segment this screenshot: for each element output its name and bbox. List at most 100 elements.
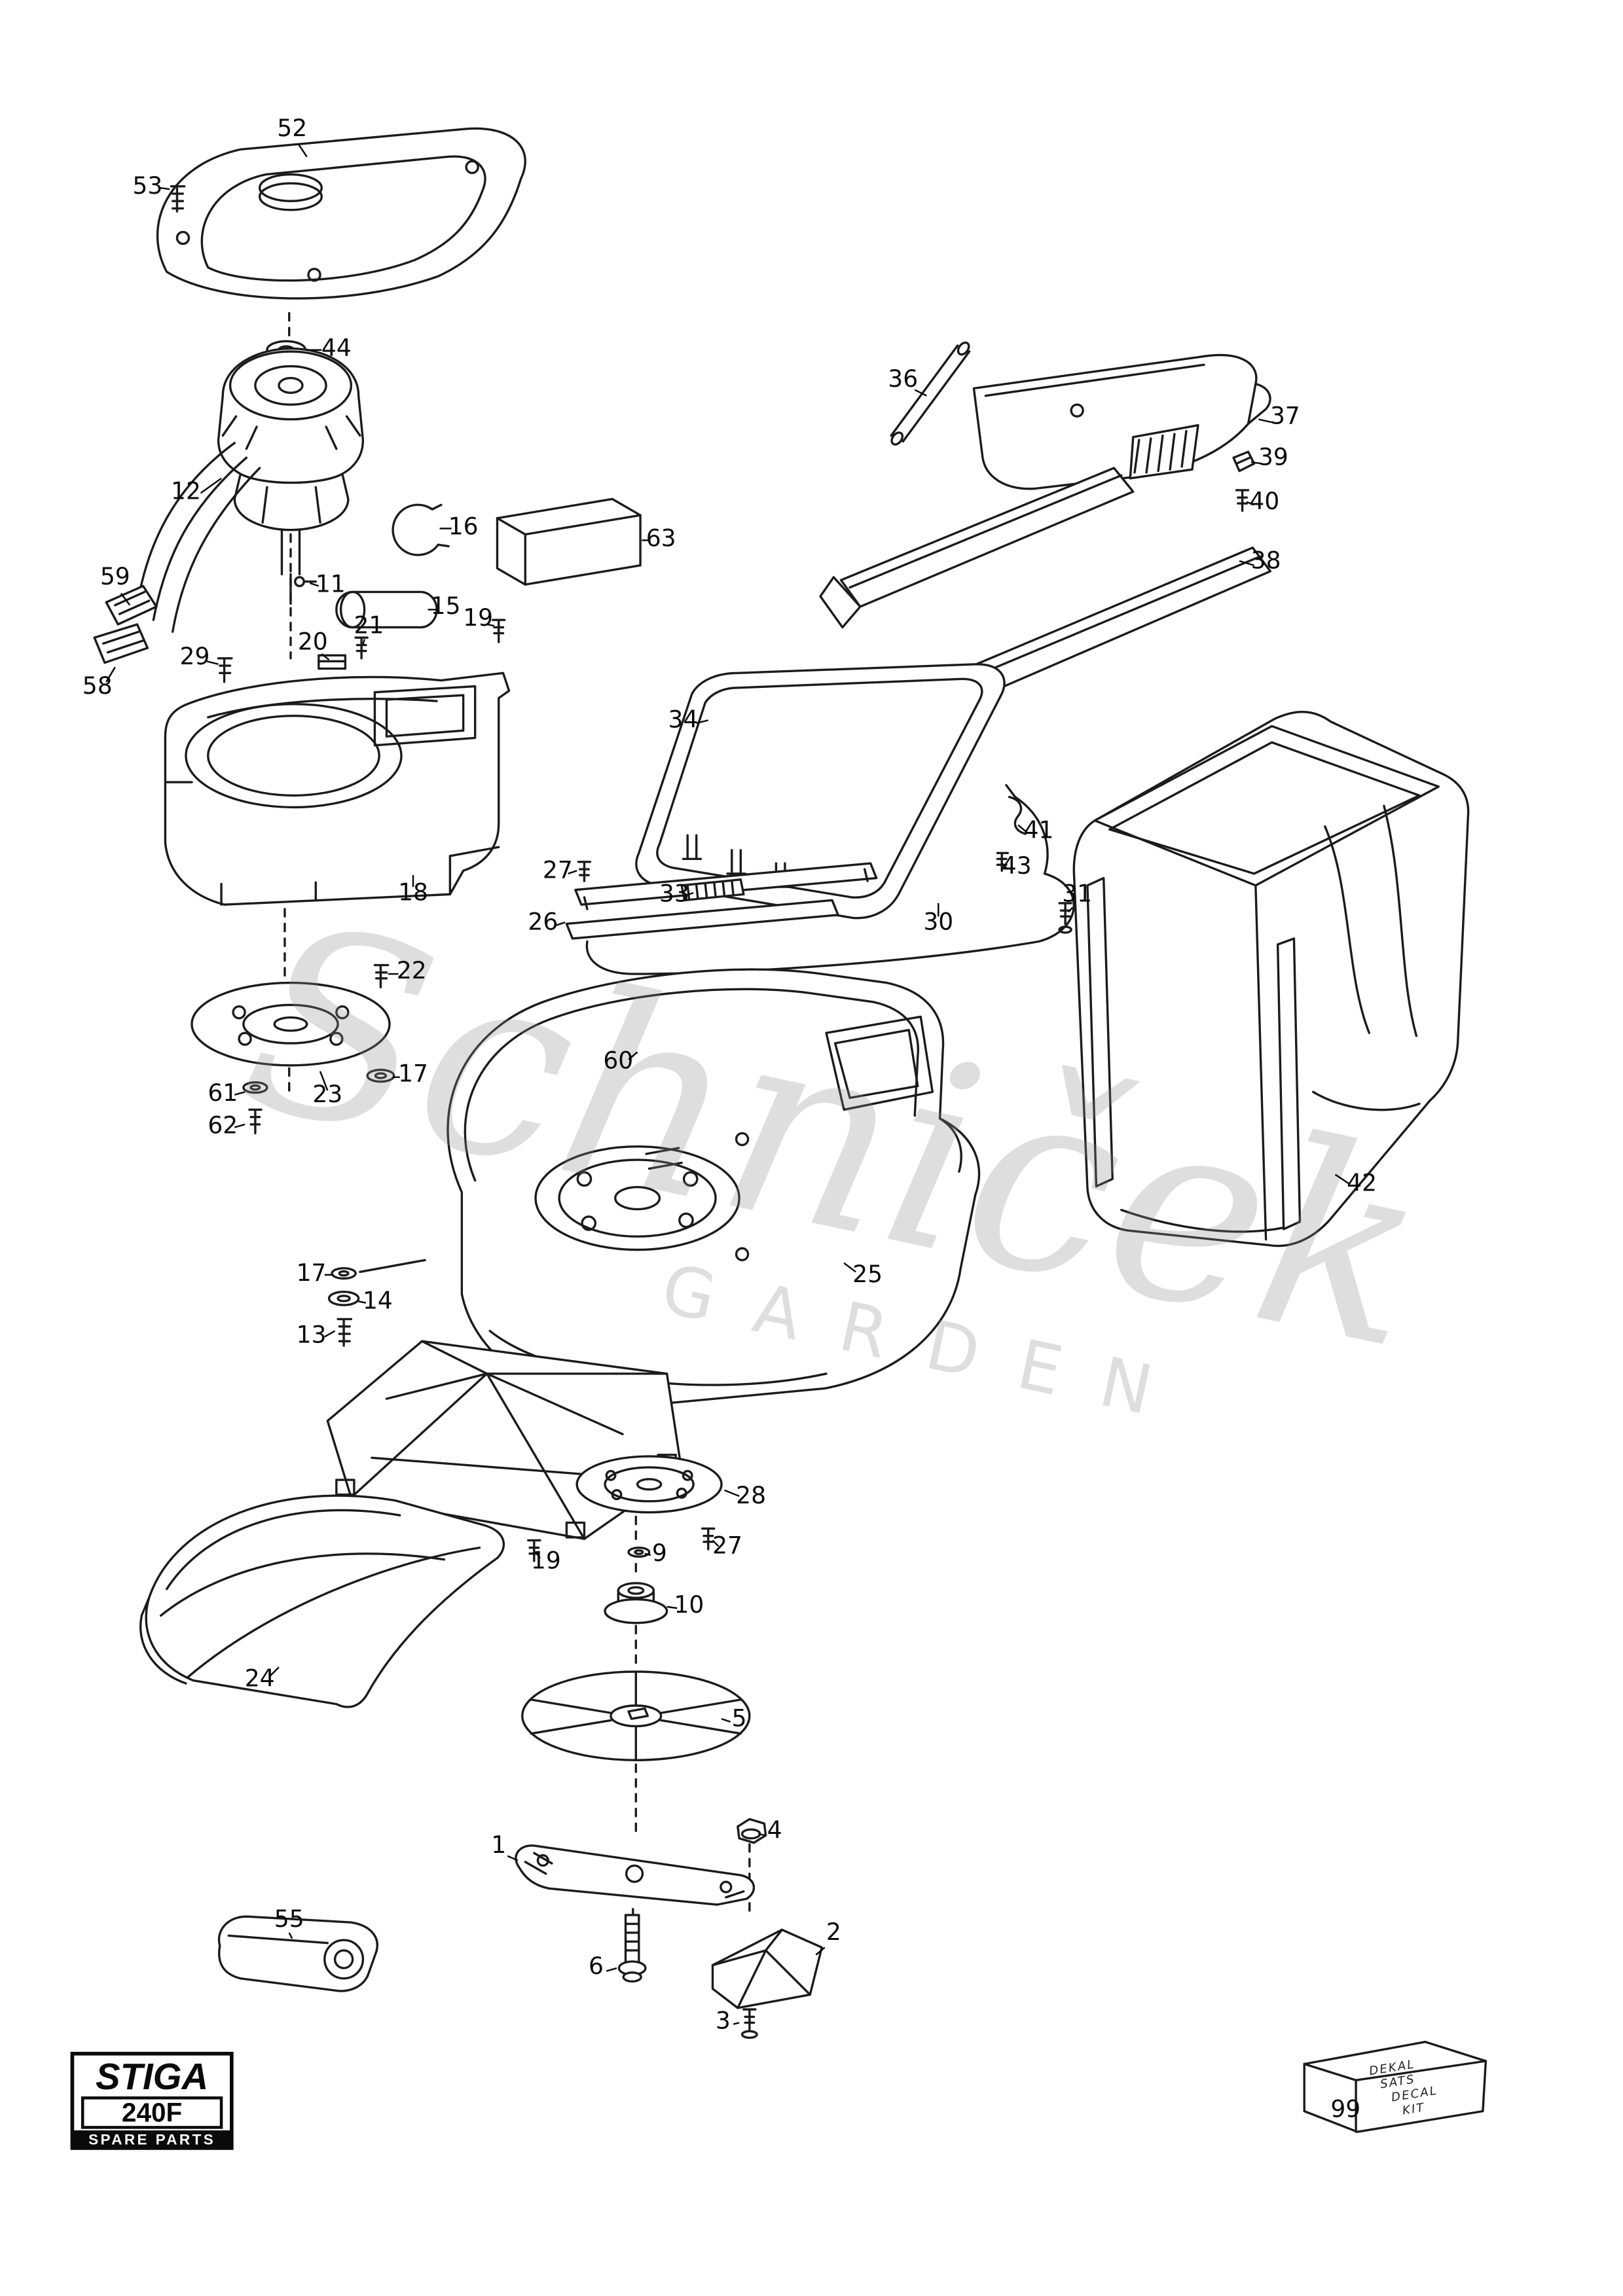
part-decal-kit-99 (1303, 2041, 1487, 2133)
part-screw-22 (373, 963, 390, 989)
part-screw-29 (217, 657, 233, 683)
callout-leader-19 (486, 623, 495, 627)
part-callout-31-27: 31 (1062, 880, 1092, 908)
part-callout-17-36: 17 (297, 1259, 327, 1287)
part-guard-2 (711, 1928, 823, 2009)
callout-leader-43 (1001, 863, 1009, 870)
part-callout-16-4: 16 (448, 512, 479, 540)
drawing-layer (93, 127, 1487, 2133)
part-callout-34-19: 34 (668, 706, 698, 734)
part-bushing-20 (318, 654, 347, 670)
part-screw-19b (527, 1539, 541, 1562)
part-fan-5 (521, 1670, 751, 1761)
callout-leader-21 (362, 639, 365, 645)
part-clip-39 (1232, 450, 1256, 473)
part-grass-bag-42 (1072, 711, 1470, 1247)
part-callout-6-50: 6 (589, 1952, 604, 1980)
callout-leader-26 (556, 922, 566, 926)
logo-caption: SPARE PARTS (88, 2131, 215, 2147)
part-pulley-28 (575, 1455, 723, 1514)
callout-leader-33 (684, 891, 694, 897)
part-connector-58 (93, 623, 149, 664)
callout-leader-20 (321, 653, 330, 661)
part-deck-25 (447, 968, 981, 1408)
part-callout-14-37: 14 (363, 1287, 393, 1315)
part-callout-36-14: 36 (888, 365, 918, 393)
part-callout-99-52: 99 (1330, 2096, 1360, 2123)
callout-leader-59 (120, 592, 131, 606)
callout-leader-13 (324, 1330, 336, 1338)
part-callout-42-34: 42 (1347, 1169, 1377, 1196)
callout-leader-31 (1067, 906, 1074, 913)
callout-leader-27 (568, 870, 577, 874)
callout-leader-52 (297, 143, 308, 158)
part-callout-10-43: 10 (674, 1591, 704, 1619)
part-plate-23 (191, 981, 391, 1067)
part-callout-63-5: 63 (646, 525, 676, 552)
callout-leader-53 (159, 187, 170, 190)
part-callout-62-32: 62 (208, 1111, 238, 1139)
part-callout-37-15: 37 (1270, 402, 1300, 429)
part-washer-14 (327, 1291, 360, 1306)
part-callout-27-23: 27 (543, 857, 573, 884)
part-callout-9-42: 9 (652, 1539, 667, 1567)
callout-leader-62 (234, 1123, 246, 1128)
callout-leader-55 (288, 1932, 293, 1939)
part-callout-15-7: 15 (431, 592, 461, 620)
callout-leader-6 (606, 1967, 617, 1972)
part-callout-39-16: 39 (1258, 444, 1288, 471)
part-callout-29-10: 29 (180, 643, 210, 670)
callout-leader-1 (507, 1855, 519, 1861)
part-cable-30 (585, 783, 1075, 975)
part-callout-28-39: 28 (736, 1482, 766, 1509)
part-screw-40 (1235, 489, 1250, 512)
part-callout-13-38: 13 (297, 1321, 327, 1348)
callout-leader-4 (758, 1833, 766, 1837)
part-blade-holder-55 (217, 1915, 378, 1992)
part-callout-25-35: 25 (852, 1261, 883, 1288)
part-blade-1 (515, 1844, 756, 1906)
part-callout-52-0: 52 (277, 115, 307, 142)
part-top-cover-52 (156, 127, 526, 300)
part-deflector-24 (139, 1494, 505, 1708)
callout-leader-9 (644, 1552, 651, 1556)
callout-leader-2 (815, 1946, 826, 1956)
part-callout-3-51: 3 (716, 2007, 731, 2034)
part-callout-58-9: 58 (82, 672, 113, 700)
part-grip-33 (680, 878, 745, 902)
part-circlip-16 (392, 503, 450, 556)
part-pin-11 (294, 576, 317, 588)
part-screw-19a (492, 619, 506, 643)
part-screw-62 (248, 1108, 263, 1135)
part-callout-22-28: 22 (397, 957, 427, 984)
part-callout-23-30: 23 (312, 1081, 342, 1108)
part-screw-43 (996, 852, 1009, 872)
part-callout-60-33: 60 (603, 1047, 633, 1074)
part-screw-21 (354, 636, 369, 660)
part-callout-55-48: 55 (274, 1905, 304, 1933)
part-callout-1-46: 1 (491, 1831, 506, 1859)
callout-leader-34 (696, 719, 709, 725)
part-callout-2-49: 2 (826, 1918, 841, 1946)
callout-leader-25 (843, 1262, 856, 1273)
callout-leader-23 (319, 1071, 329, 1091)
callout-leader-5 (721, 1717, 731, 1723)
callout-leader-39 (1250, 461, 1262, 465)
callout-leader-29 (206, 660, 219, 666)
part-callout-30-26: 30 (923, 908, 953, 935)
callout-leader-41 (1017, 824, 1028, 833)
part-screw-3 (740, 2008, 758, 2039)
part-nut-4 (737, 1818, 767, 1844)
callout-leader-14 (358, 1300, 367, 1304)
callout-leader-19 (535, 1551, 541, 1559)
callout-leader-12 (200, 477, 222, 494)
part-callout-27-40: 27 (712, 1532, 742, 1560)
part-callout-44-2: 44 (321, 334, 352, 362)
callout-leader-38 (1239, 560, 1254, 567)
callout-leader-24 (269, 1666, 280, 1677)
callout-leader-27 (712, 1539, 720, 1547)
part-washer-61 (242, 1081, 268, 1094)
callout-leader-61 (234, 1091, 246, 1096)
